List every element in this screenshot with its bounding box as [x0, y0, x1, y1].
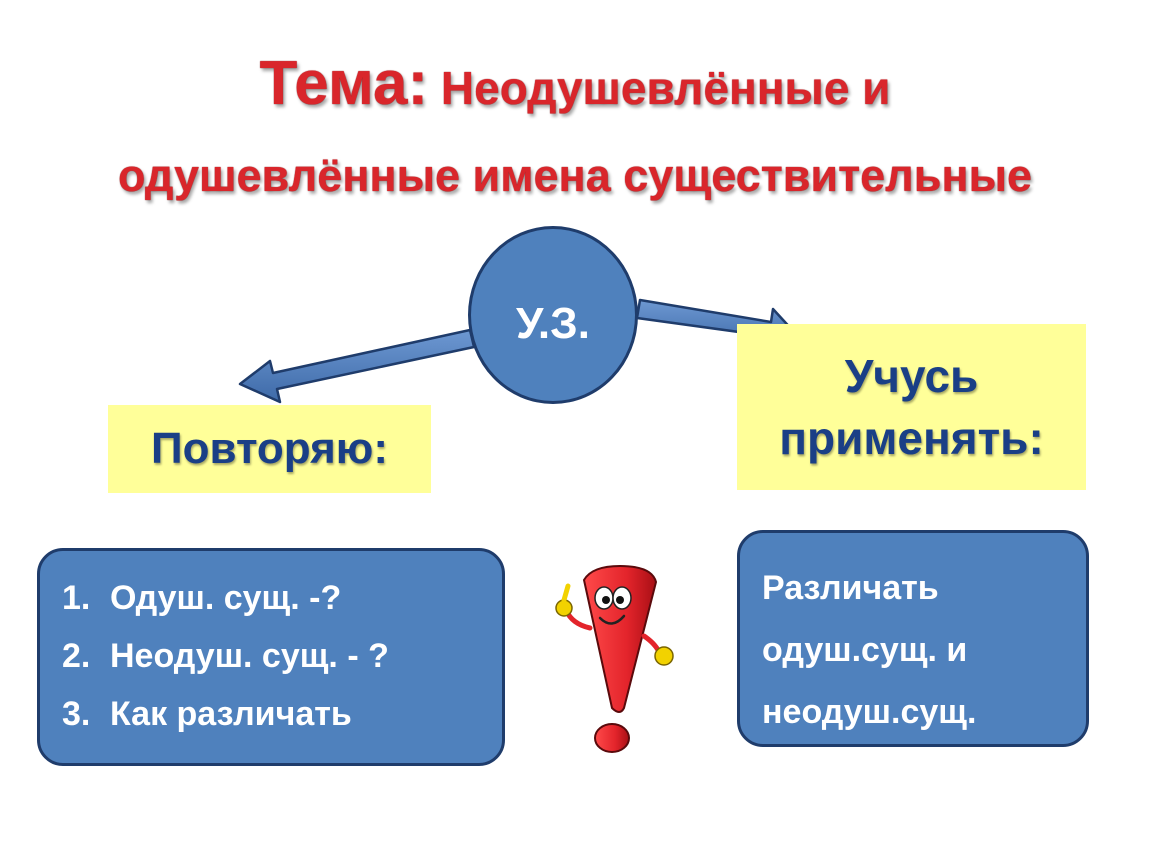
apply-line-3: неодуш.сущ. — [762, 693, 977, 731]
apply-line-2: одуш.сущ. и — [762, 631, 968, 669]
label-repeat: Повторяю: — [108, 405, 431, 493]
label-learn-apply: Учусь применять: — [737, 324, 1086, 490]
repeat-list: 1.Одуш. сущ. -? 2.Неодуш. сущ. - ? 3.Как… — [62, 569, 502, 743]
exclamation-mark-character-icon — [555, 564, 674, 753]
list-item: 1.Одуш. сущ. -? — [62, 579, 342, 617]
center-label: У.З. — [516, 299, 590, 348]
title-line1-rest: Неодушевлённые и — [440, 62, 891, 114]
list-item: 2.Неодуш. сущ. - ? — [62, 637, 389, 675]
apply-box: Различать одуш.сущ. и неодуш.сущ. — [737, 530, 1089, 747]
apply-line-1: Различать — [762, 569, 939, 607]
arrow-left — [238, 328, 476, 404]
title-line-2: одушевлённые имена существительные — [117, 150, 1033, 201]
list-item: 3.Как различать — [62, 695, 352, 733]
label-repeat-text: Повторяю: — [150, 424, 388, 473]
center-circle: У.З. — [468, 226, 638, 404]
repeat-list-box: 1.Одуш. сущ. -? 2.Неодуш. сущ. - ? 3.Как… — [37, 548, 505, 766]
label-learn-line1: Учусь — [844, 350, 979, 402]
title-prefix: Тема: — [259, 49, 429, 118]
title-line-1: Тема: Неодушевлённые и — [0, 48, 1150, 119]
label-learn-line2: применять: — [779, 412, 1044, 464]
